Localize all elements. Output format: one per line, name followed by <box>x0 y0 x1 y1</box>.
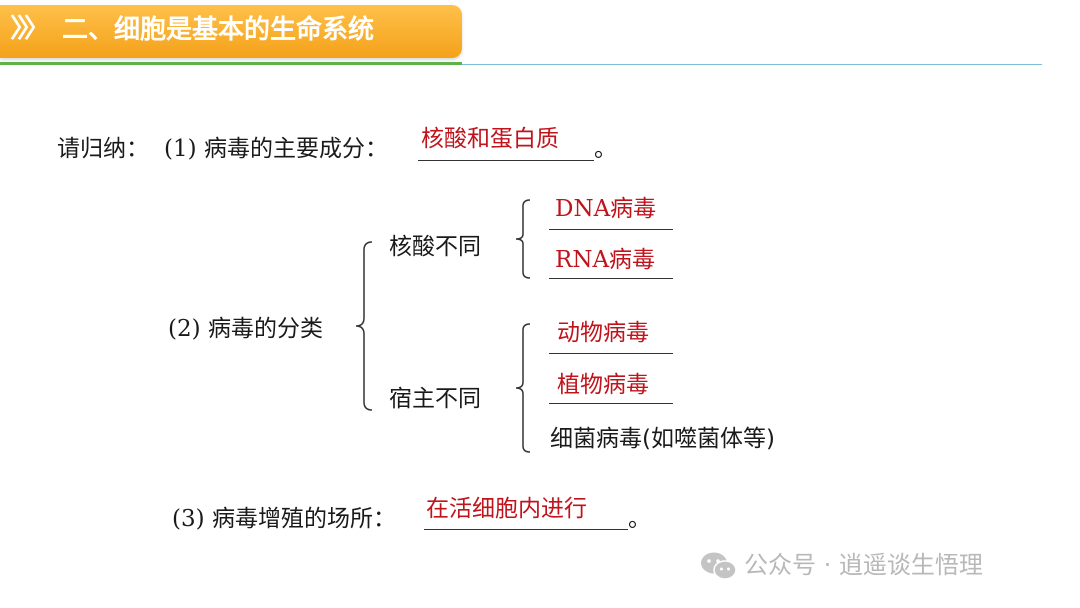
watermark-text: 公众号 · 逍遥谈生悟理 <box>744 551 983 579</box>
answer-rna-virus: RNA病毒 <box>555 247 656 273</box>
q3-number: (3) <box>172 506 205 532</box>
nucleic-brace <box>515 199 531 279</box>
q1-end-mark: 。 <box>594 136 617 162</box>
section-title-bar <box>0 5 462 58</box>
chevrons-icon: 〉〉〉 <box>10 14 50 44</box>
dna-underline <box>549 229 673 230</box>
q1-label: 病毒的主要成分： <box>204 136 388 162</box>
host-brace <box>515 323 531 453</box>
plant-underline <box>549 403 673 404</box>
q3-answer: 在活细胞内进行 <box>426 496 587 522</box>
q3-label: 病毒增殖的场所： <box>212 506 396 532</box>
answer-animal-virus: 动物病毒 <box>557 320 649 346</box>
q3-answer-underline <box>424 529 628 530</box>
q1-number: (1) <box>164 136 197 162</box>
answer-plant-virus: 植物病毒 <box>557 372 649 398</box>
answer-dna-virus: DNA病毒 <box>555 196 657 222</box>
section-title: 二、细胞是基本的生命系统 <box>62 15 375 45</box>
q3-end-mark: 。 <box>628 506 651 532</box>
header-rule-blue <box>462 64 1042 65</box>
q1-answer: 核酸和蛋白质 <box>421 126 559 152</box>
q1-prefix: 请归纳： <box>57 136 149 162</box>
group-label-host: 宿主不同 <box>389 386 481 412</box>
q2-label: 病毒的分类 <box>208 316 323 342</box>
animal-underline <box>549 353 673 354</box>
header-rule-green <box>0 62 462 65</box>
wechat-icon <box>701 552 737 580</box>
bacterial-virus-note: 细菌病毒(如噬菌体等) <box>550 426 775 452</box>
main-brace <box>355 241 373 411</box>
q2-number: (2) <box>168 316 201 342</box>
q1-answer-underline <box>418 160 594 161</box>
rna-underline <box>549 278 673 279</box>
group-label-nucleic: 核酸不同 <box>389 234 481 260</box>
